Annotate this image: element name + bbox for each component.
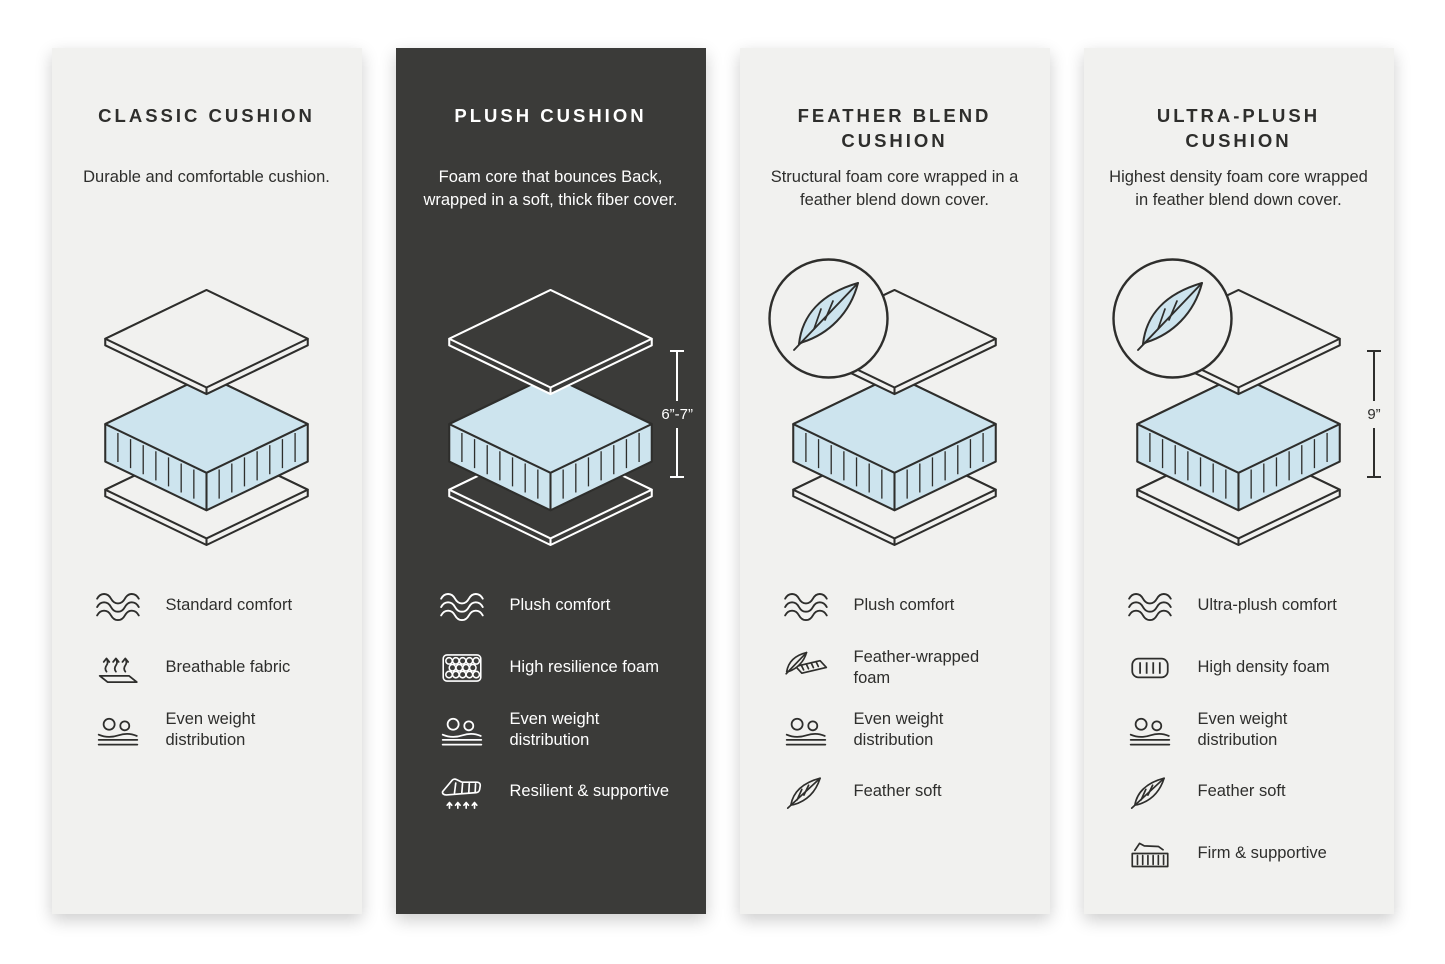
feature-item: Standard comfort <box>94 583 362 629</box>
waves-icon <box>438 587 486 625</box>
feature-list: Plush comfort High resilience foam Even … <box>438 583 706 815</box>
feature-label: Feather soft <box>853 782 942 801</box>
breathable-fabric-icon <box>94 649 142 687</box>
dimension-cap <box>1367 476 1381 478</box>
feature-label: Breathable fabric <box>165 658 291 677</box>
dimension-cap <box>1367 350 1381 352</box>
feather-wrapped-foam-icon <box>782 649 830 687</box>
feature-item: Plush comfort <box>782 583 1050 629</box>
feature-label: High density foam <box>1197 658 1330 677</box>
feature-item: High resilience foam <box>438 645 706 691</box>
dimension-line <box>676 352 679 401</box>
cushion-diagram: 9” <box>1126 286 1381 549</box>
weight-distribution-icon <box>94 711 142 749</box>
feature-item: Feather soft <box>782 769 1050 815</box>
feature-item: Feather-wrapped foam <box>782 645 1050 691</box>
feature-label: Even weight distribution <box>165 709 256 749</box>
feature-label: Plush comfort <box>853 596 955 615</box>
feature-item: Breathable fabric <box>94 645 362 691</box>
feature-list: Ultra-plush comfort High density foam Ev… <box>1126 583 1394 877</box>
panel-description: Highest density foam core wrapped in fea… <box>1109 168 1368 210</box>
dimension-cap <box>670 350 685 352</box>
feature-item: Even weight distribution <box>438 707 706 753</box>
panel-ultra-plush-cushion: ULTRA-PLUSH CUSHION Highest density foam… <box>1083 48 1394 914</box>
feature-label: Feather-wrapped foam <box>853 647 980 687</box>
feature-item: Even weight distribution <box>1126 707 1394 753</box>
cushion-comparison-board: CLASSIC CUSHION Durable and comfortable … <box>51 48 1394 914</box>
support-icon <box>438 773 486 811</box>
feature-label: Resilient & supportive <box>509 782 670 801</box>
dimension-marker: 6”-7” <box>661 350 693 478</box>
feather-icon <box>1126 773 1174 811</box>
panel-plush-cushion: PLUSH CUSHION Foam core that bounces Bac… <box>395 48 706 914</box>
dimension-marker: 9” <box>1367 350 1381 478</box>
panel-title: CLASSIC CUSHION <box>98 105 315 126</box>
feature-label: Ultra-plush comfort <box>1197 596 1337 615</box>
feature-label: Firm & supportive <box>1197 844 1327 863</box>
cushion-diagram <box>782 286 1007 549</box>
feature-label: Even weight distribution <box>509 709 600 749</box>
firm-support-icon <box>1126 835 1174 873</box>
feature-item: Plush comfort <box>438 583 706 629</box>
cushion-layers-icon <box>438 286 663 549</box>
waves-icon <box>94 587 142 625</box>
feather-badge-icon <box>766 256 891 381</box>
feature-label: Standard comfort <box>165 596 293 615</box>
feature-item: High density foam <box>1126 645 1394 691</box>
cushion-diagram: 6”-7” <box>438 286 693 549</box>
weight-distribution-icon <box>1126 711 1174 749</box>
feature-item: Ultra-plush comfort <box>1126 583 1394 629</box>
waves-icon <box>782 587 830 625</box>
dimension-label: 6”-7” <box>661 405 693 423</box>
panel-title: FEATHER BLEND CUSHION <box>797 105 992 151</box>
panel-description: Structural foam core wrapped in a feathe… <box>770 168 1019 210</box>
resilience-foam-icon <box>438 649 486 687</box>
dimension-line <box>1373 427 1375 476</box>
dimension-line <box>676 427 679 476</box>
dimension-line <box>1373 352 1375 401</box>
panel-title: ULTRA-PLUSH CUSHION <box>1156 105 1321 151</box>
feature-item: Even weight distribution <box>782 707 1050 753</box>
feature-label: Feather soft <box>1197 782 1286 801</box>
feature-label: High resilience foam <box>509 658 659 677</box>
feather-icon <box>782 773 830 811</box>
feature-list: Plush comfort Feather-wrapped foam Even … <box>782 583 1050 815</box>
panel-classic-cushion: CLASSIC CUSHION Durable and comfortable … <box>51 48 362 914</box>
panel-feather-blend-cushion: FEATHER BLEND CUSHION Structural foam co… <box>739 48 1050 914</box>
feature-item: Resilient & supportive <box>438 769 706 815</box>
waves-icon <box>1126 587 1174 625</box>
weight-distribution-icon <box>438 711 486 749</box>
dimension-cap <box>670 476 685 478</box>
panel-description: Foam core that bounces Back, wrapped in … <box>423 168 678 210</box>
dimension-label: 9” <box>1367 405 1381 423</box>
feature-item: Feather soft <box>1126 769 1394 815</box>
panel-description: Durable and comfortable cushion. <box>83 168 330 186</box>
density-foam-icon <box>1126 649 1174 687</box>
feature-item: Even weight distribution <box>94 707 362 753</box>
cushion-diagram <box>94 286 319 549</box>
cushion-layers-icon <box>94 286 319 549</box>
feature-label: Plush comfort <box>509 596 611 615</box>
panel-title: PLUSH CUSHION <box>454 105 647 126</box>
feature-label: Even weight distribution <box>853 709 944 749</box>
weight-distribution-icon <box>782 711 830 749</box>
feather-badge-icon <box>1110 256 1235 381</box>
feature-item: Firm & supportive <box>1126 831 1394 877</box>
feature-list: Standard comfort Breathable fabric Even … <box>94 583 362 753</box>
feature-label: Even weight distribution <box>1197 709 1288 749</box>
